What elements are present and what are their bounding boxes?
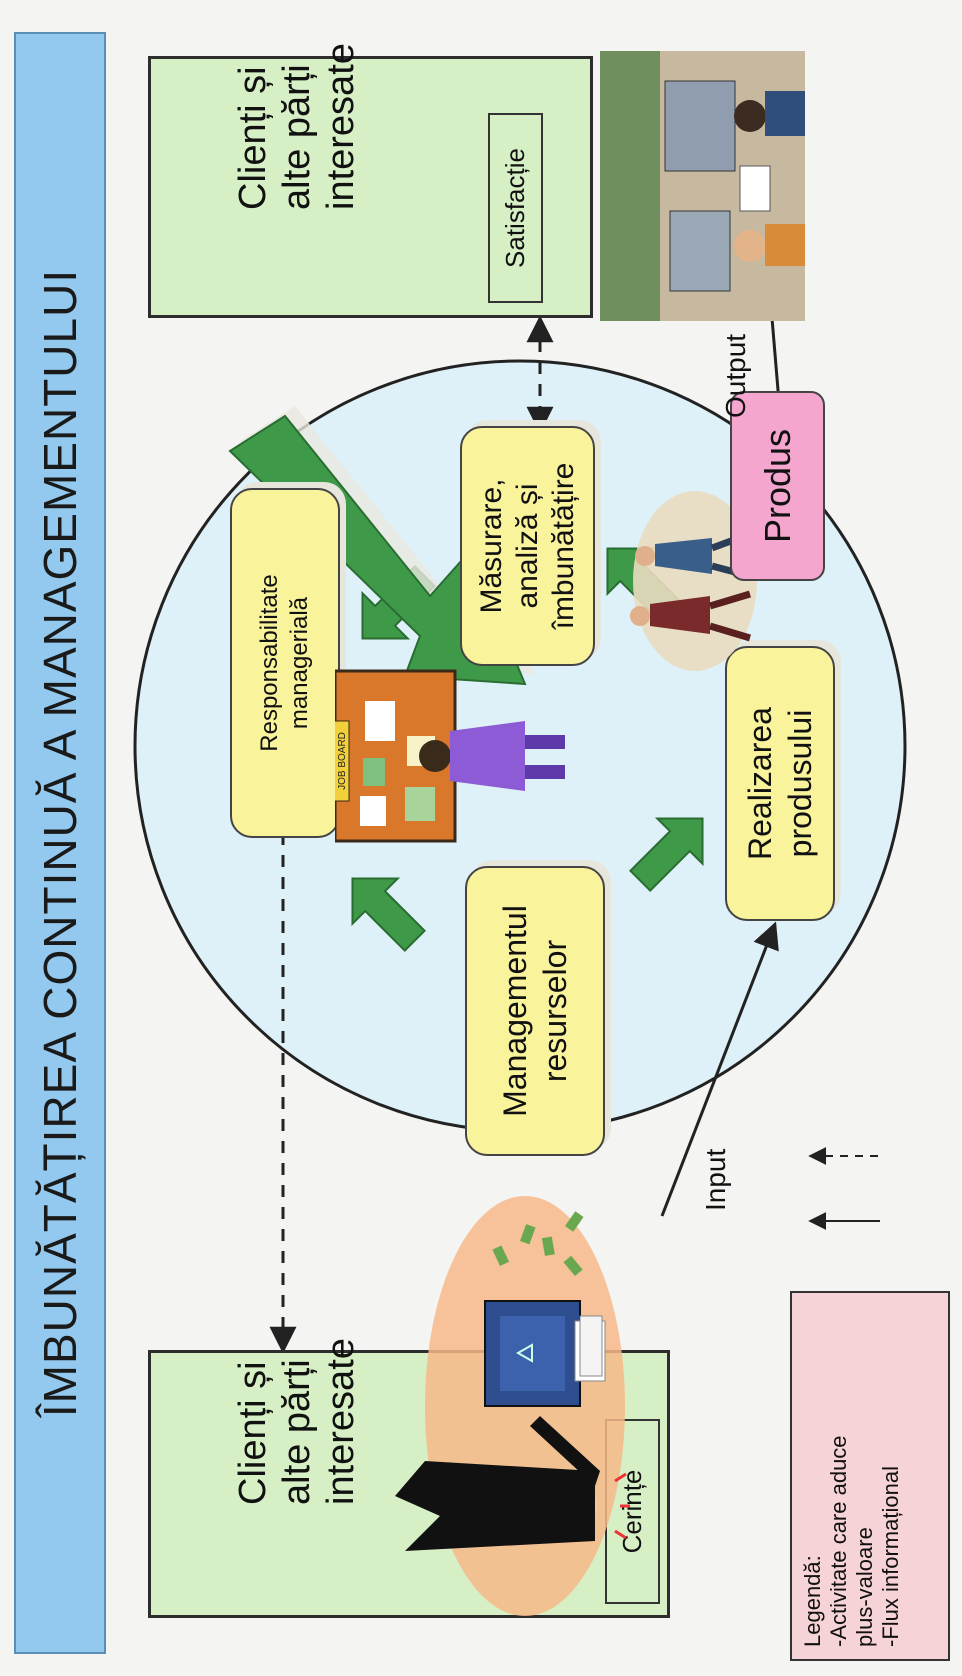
measurement-line-3: îmbunătățire — [546, 462, 580, 630]
measurement-line-1: Măsurare, — [474, 478, 508, 614]
resources-line-2: resurselor — [537, 939, 573, 1083]
stakeholders-right-line-2: alte părți — [276, 64, 318, 210]
job-board-label: JOB BOARD — [337, 732, 348, 790]
stakeholders-right-line-1: Clienți și — [232, 66, 274, 210]
businessman-with-paper-stack-icon — [395, 1196, 630, 1616]
realization-line-1: Realizarea — [742, 707, 778, 860]
input-label: Input — [700, 1148, 731, 1211]
legend-dashed-label: -Flux informațional — [878, 1466, 903, 1647]
stakeholders-left-line-3: interesate — [320, 1338, 362, 1505]
process-resources: Managementul resurselor — [465, 866, 605, 1156]
legend-solid-line-2: plus-valoare — [852, 1527, 877, 1647]
product-box: Produs — [730, 391, 825, 581]
legend-heading: Legendă: — [800, 1555, 825, 1647]
stakeholders-left-line-1: Clienți și — [232, 1361, 274, 1505]
responsibility-line-1: Responsabilitate — [256, 574, 283, 752]
cycle-arrow-1 — [351, 877, 427, 953]
job-board-woman-icon: JOB BOARD — [335, 669, 565, 843]
cycle-arrow-2 — [628, 817, 704, 893]
realization-line-2: produsului — [782, 709, 818, 858]
legend-solid-line-1: -Activitate care aduce — [826, 1435, 851, 1647]
stakeholders-right-title: Clienți și alte părți interesate — [231, 43, 363, 210]
walking-businessmen-icon — [630, 491, 757, 671]
input-arrow — [660, 921, 779, 1217]
stakeholders-left-title: Clienți și alte părți interesate — [231, 1338, 363, 1505]
resources-line-1: Managementul — [497, 905, 533, 1117]
stakeholders-right-line-3: interesate — [320, 43, 362, 210]
process-realization: Realizarea produsului — [725, 646, 835, 921]
legend-box: Legendă: -Activitate care aduce plus-val… — [790, 1291, 950, 1661]
responsibility-line-2: managerială — [286, 596, 313, 730]
stakeholders-left-line-2: alte părți — [276, 1359, 318, 1505]
process-responsibility: Responsabilitate managerială — [230, 488, 340, 838]
process-measurement: Măsurare, analiză și îmbunătățire — [460, 426, 595, 666]
measurement-line-2: analiză și — [510, 483, 544, 609]
satisfaction-label: Satisfacție — [488, 113, 543, 303]
office-workers-photo-icon — [600, 51, 805, 321]
output-label: Output — [720, 333, 751, 418]
